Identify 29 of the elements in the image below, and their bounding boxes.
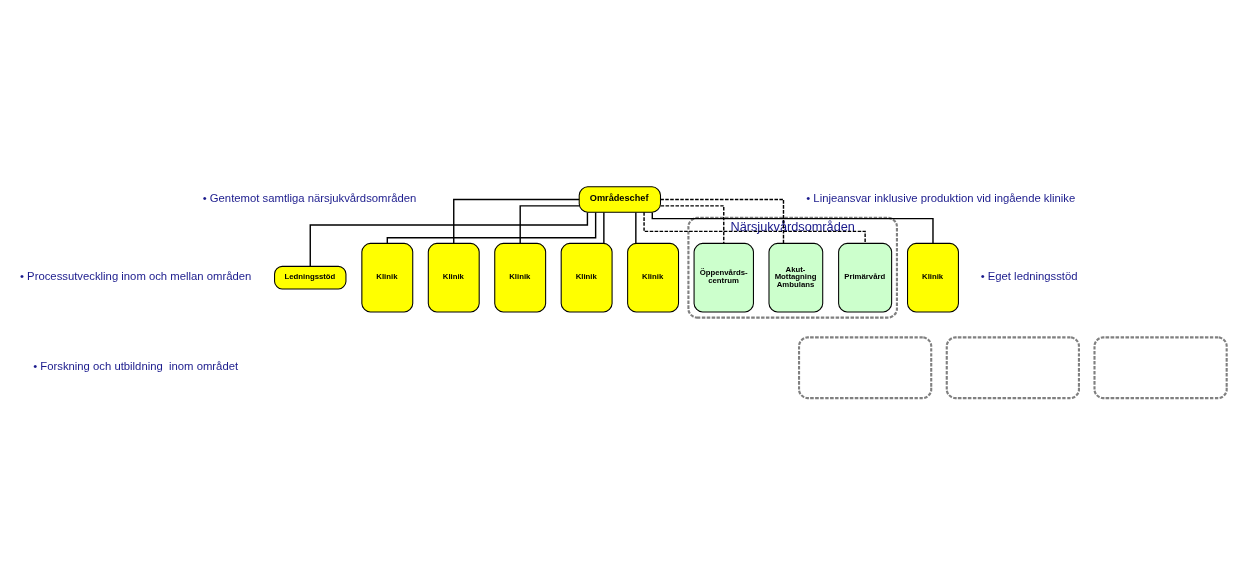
connector [603,211,605,244]
node-box [945,336,1080,400]
node-box: Öppenvårds- centrum [693,242,754,313]
node-box: Klinik [494,242,547,313]
connector [659,205,725,244]
node-box [798,336,933,400]
node-box: Akut- Mottagning Ambulans [768,242,824,313]
node-box: Klinik [907,242,959,313]
connector [519,205,580,244]
node-box [1093,336,1228,400]
label: • Eget ledningsstöd [980,270,1078,283]
connector [651,211,934,245]
node-box: Klinik [627,242,680,313]
label: • Forskning och utbildning inom området [33,360,239,373]
node-box: Ledningsstöd [274,265,347,290]
node-box: Primärvård [838,242,893,313]
label: • Gentemot samtliga närsjukvårdsområden [202,192,417,205]
connector [309,211,589,267]
label: • Processutveckling inom och mellan områden [20,270,252,283]
connector [386,211,597,244]
connector [659,198,785,244]
node-box: Klinik [560,242,613,313]
connector [453,198,580,244]
connector [635,211,637,244]
connector [643,211,866,244]
label: • Linjeansvar inklusive produktion vid ingående klinike [806,192,1076,205]
node-box: Klinik [427,242,480,313]
node-box: Klinik [361,242,414,313]
node-box: Områdeschef [578,186,662,213]
